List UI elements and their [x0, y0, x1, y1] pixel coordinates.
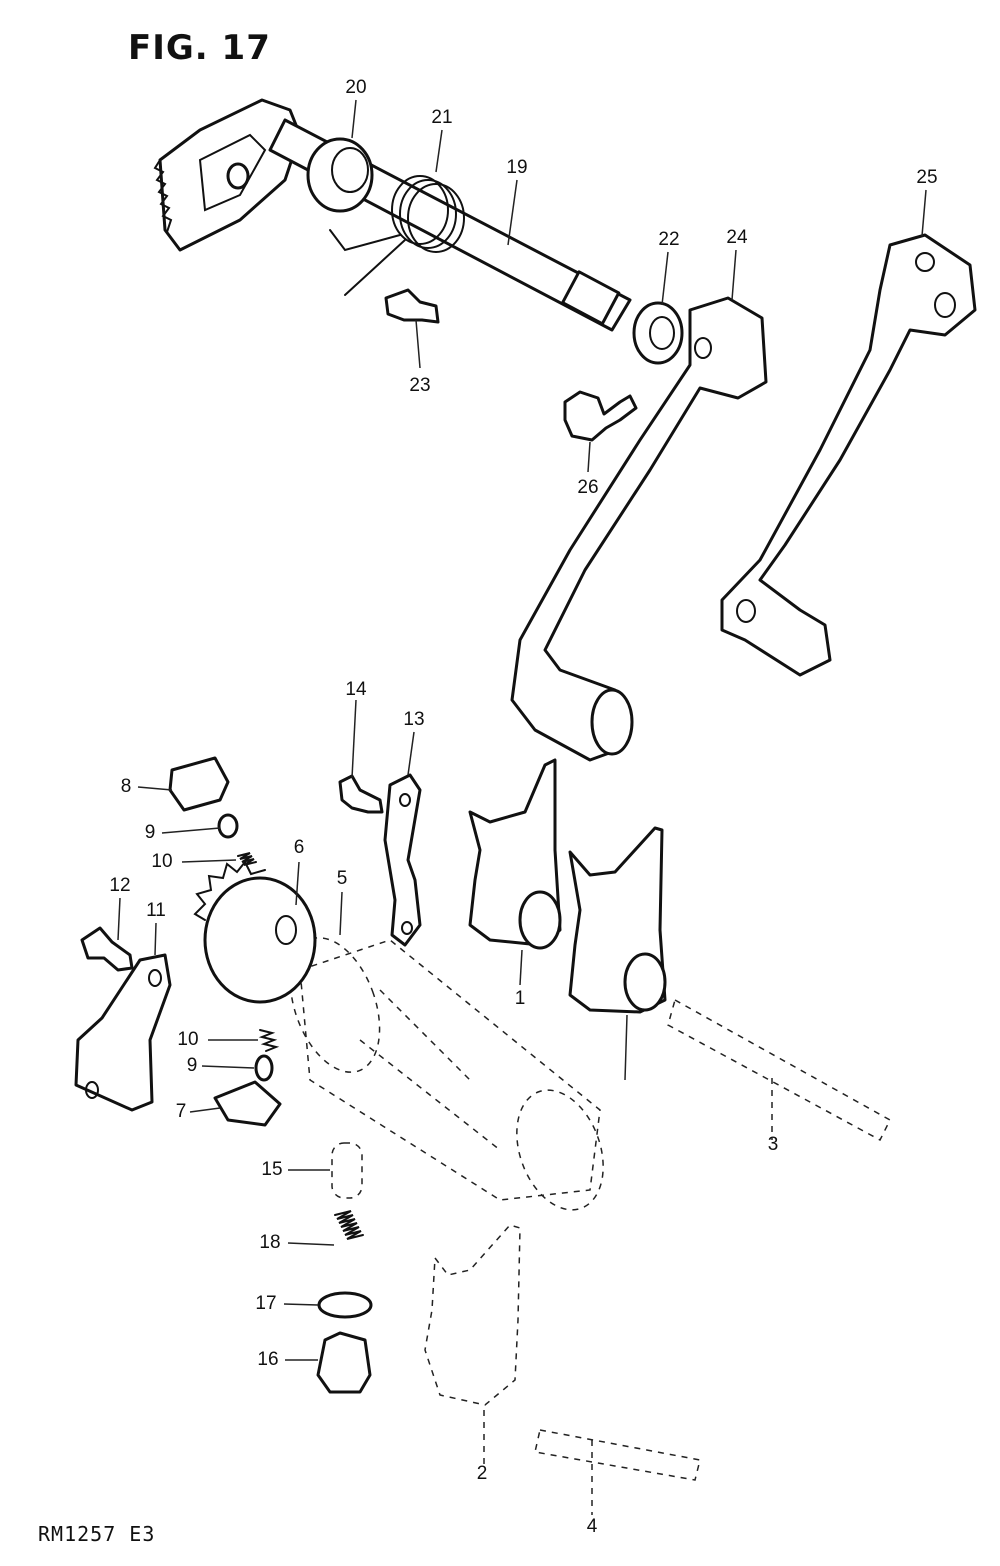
callout-9-upper: 9 [144, 822, 156, 843]
fork-shaft-4 [534, 1429, 701, 1481]
plate-13-hole-bottom [401, 921, 413, 935]
shift-lever-24 [510, 296, 768, 762]
washer-22 [632, 301, 684, 365]
washer-hole [649, 316, 675, 350]
stopper-plate-11 [74, 953, 172, 1112]
callout-9-lower: 9 [186, 1055, 198, 1076]
pin-9-lower [254, 1054, 274, 1082]
callout-15: 15 [261, 1159, 283, 1180]
callout-24: 24 [726, 227, 748, 248]
spring-10-lower [258, 1029, 280, 1052]
callout-18: 18 [259, 1232, 281, 1253]
callout-10-lower: 10 [177, 1029, 199, 1050]
return-spring-21 [329, 175, 465, 296]
callout-16: 16 [257, 1349, 279, 1370]
lever-24-bolt-hole [694, 337, 712, 359]
gearshift-shaft-assembly [153, 98, 684, 365]
callout-20: 20 [345, 77, 367, 98]
callout-23: 23 [409, 375, 431, 396]
lever-25-hole-clamp [934, 292, 956, 318]
detent-spring-18 [334, 1210, 364, 1240]
callout-4: 4 [586, 1516, 598, 1537]
plug-16 [316, 1331, 372, 1394]
shift-arm-teeth [153, 159, 173, 233]
callout-26: 26 [577, 477, 599, 498]
shift-arm-pin [226, 162, 250, 190]
stopper-8 [168, 756, 230, 812]
figure-code: RM1257 E3 [38, 1522, 156, 1546]
shift-fork-1 [468, 758, 562, 950]
plate-13-hole-top [399, 793, 411, 807]
detent-pin-15 [331, 1142, 363, 1199]
callout-21: 21 [431, 107, 453, 128]
callout-7: 7 [175, 1101, 187, 1122]
pin-9-upper [217, 813, 239, 839]
cam-guide-13 [383, 773, 422, 947]
callout-13: 13 [403, 709, 425, 730]
lever-25-pivot [736, 599, 756, 623]
callout-8: 8 [120, 776, 132, 797]
stopper-7 [213, 1080, 282, 1127]
callout-11: 11 [146, 900, 166, 921]
shift-fork-1b [568, 826, 667, 1014]
lever-25-hole-top [915, 252, 935, 272]
gearshift-cam-5 [289, 937, 604, 1211]
callout-17: 17 [255, 1293, 277, 1314]
plate-11-hole-top [148, 969, 162, 987]
shift-arm-window [198, 133, 267, 212]
figure-title: FIG. 17 [128, 28, 271, 68]
bolt-12 [80, 926, 134, 972]
callout-leaders [117, 99, 927, 1515]
callout-25: 25 [916, 167, 938, 188]
screw-14 [338, 774, 384, 814]
callout-19: 19 [506, 157, 528, 178]
plate-11-hole-bottom [85, 1081, 99, 1099]
shaft-spline-end [561, 270, 621, 326]
callout-12: 12 [109, 875, 131, 896]
callout-14: 14 [345, 679, 367, 700]
callout-2: 2 [476, 1463, 488, 1484]
callout-3: 3 [767, 1134, 779, 1155]
kick-lever-25 [720, 233, 977, 677]
spring-10-upper [237, 852, 257, 866]
lever-24-foot-peg [590, 688, 634, 756]
callout-6: 6 [293, 837, 305, 858]
callout-1: 1 [514, 988, 526, 1009]
callout-22: 22 [658, 229, 680, 250]
bolt-26 [563, 390, 638, 442]
bolt-23 [384, 288, 440, 324]
callout-5: 5 [336, 868, 348, 889]
gasket-17 [317, 1291, 373, 1319]
oil-seal-inner [331, 147, 369, 193]
fork-shaft-3 [667, 998, 891, 1142]
oil-seal-20 [306, 137, 374, 213]
callout-10-upper: 10 [151, 851, 173, 872]
shift-fork-2 [424, 1224, 521, 1406]
